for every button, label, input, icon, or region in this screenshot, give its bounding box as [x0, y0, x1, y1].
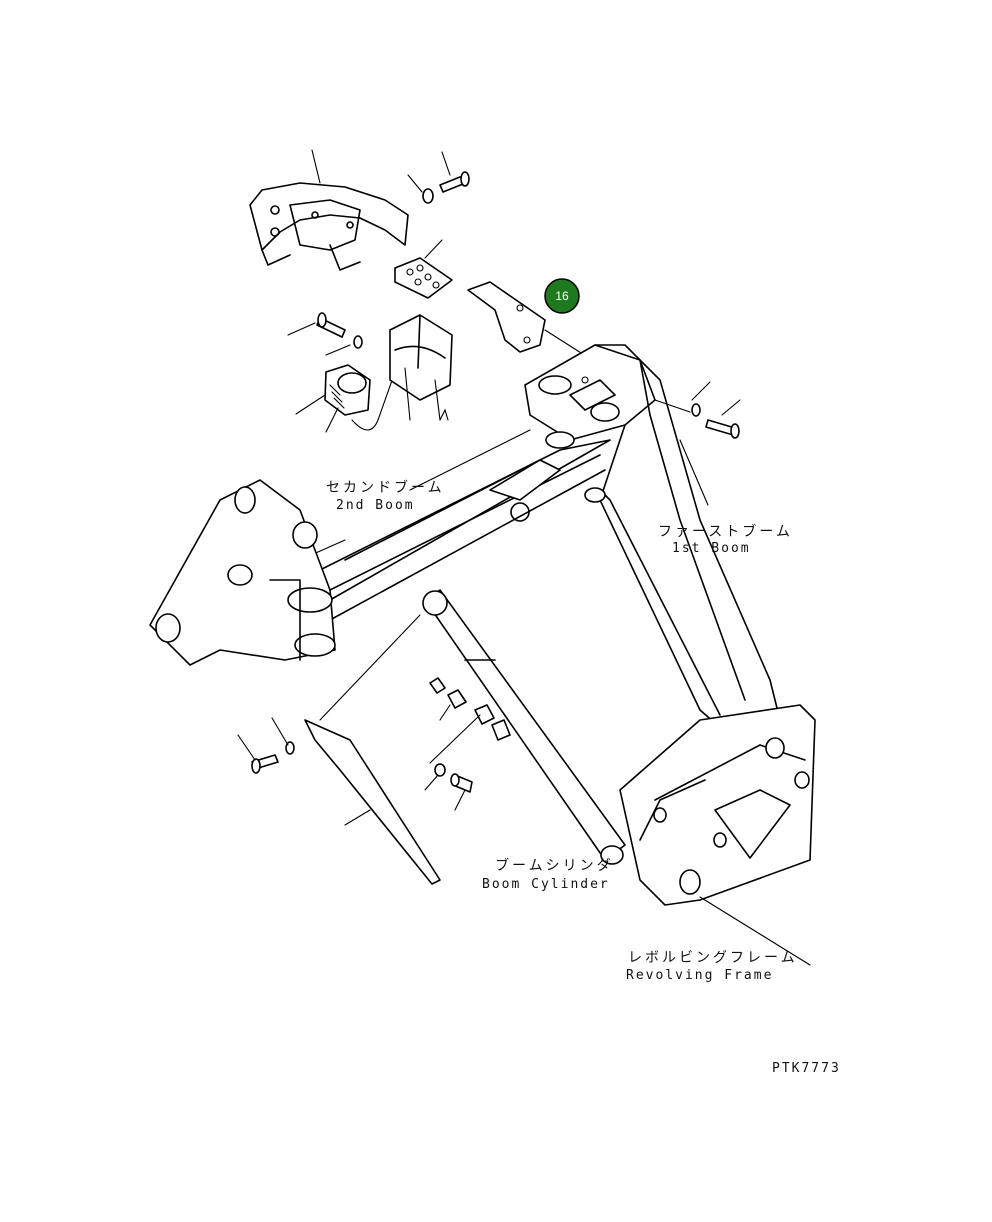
name-plate: [394, 239, 453, 299]
boom-top-joint: [524, 344, 656, 449]
callout-number: 16: [555, 289, 569, 303]
second-boom-label-jp: セカンドブーム: [326, 479, 445, 496]
guard-plate: [304, 719, 441, 885]
boom-cylinder-label-jp: ブームシリンダ: [495, 857, 614, 874]
boom-cylinder: [319, 589, 626, 865]
bolt-right: [654, 381, 741, 439]
callout-badge-16[interactable]: 16: [544, 278, 580, 314]
revolving-frame-label-jp: レボルビングフレーム: [628, 950, 798, 966]
small-hardware: [424, 677, 511, 811]
first-boom-label-jp: ファーストブーム: [658, 523, 793, 540]
bolt-bottom-left: [237, 717, 295, 774]
light-box: [389, 314, 453, 421]
bolt-top: [407, 151, 470, 204]
first-boom-label-en: 1st Boom: [672, 541, 751, 556]
bolt-left: [287, 312, 363, 356]
second-boom-label-en: 2nd Boom: [336, 498, 415, 513]
revolving-frame: [619, 704, 816, 966]
horn: [295, 364, 396, 433]
leader-1st-boom: [679, 439, 709, 506]
leader-2nd-boom: [409, 429, 531, 491]
boom-cylinder-label-en: Boom Cylinder: [482, 877, 610, 892]
drawing-code: PTK7773: [772, 1061, 841, 1076]
bracket-cover: [249, 149, 409, 271]
swing-bracket: [149, 479, 336, 666]
revolving-frame-label-en: Revolving Frame: [626, 968, 773, 983]
